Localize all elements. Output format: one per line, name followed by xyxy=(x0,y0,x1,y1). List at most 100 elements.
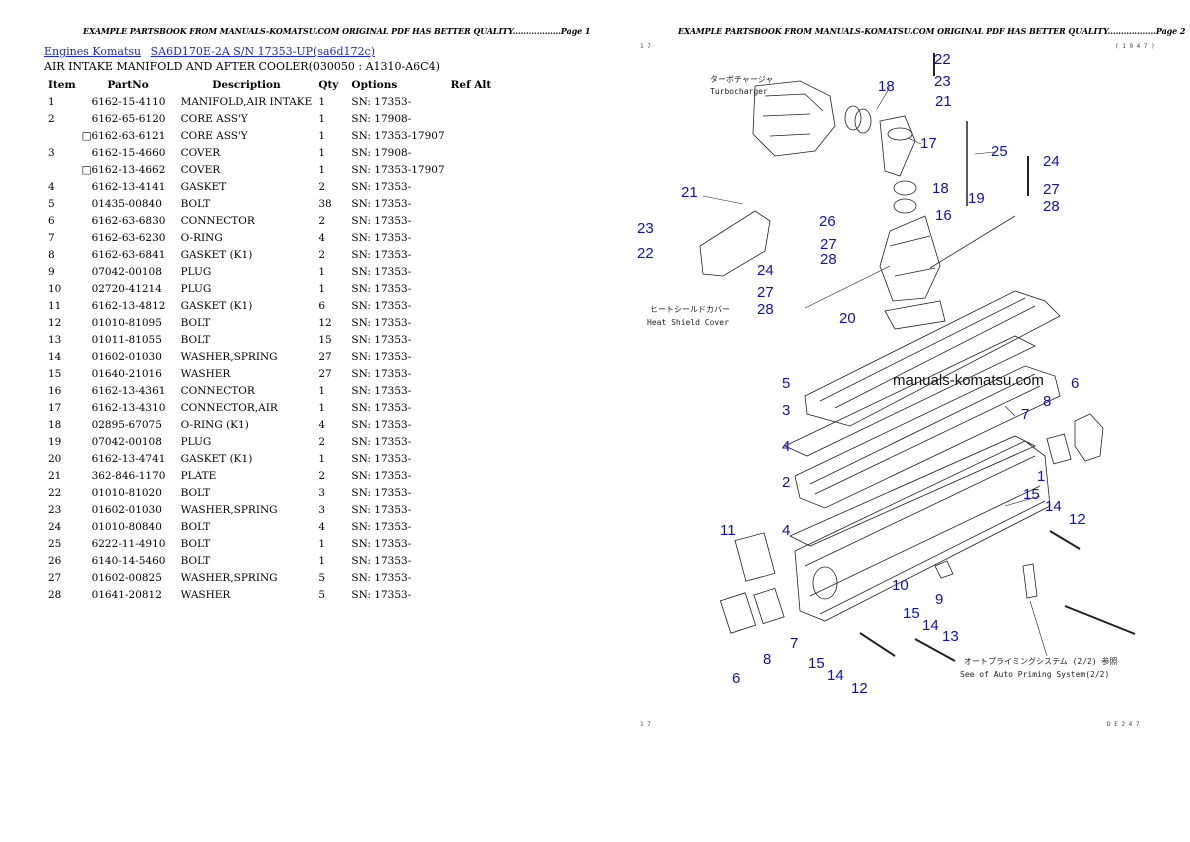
cell-item xyxy=(44,161,79,178)
cell-partno: 01010-81095 xyxy=(91,316,162,329)
cell-refalt xyxy=(448,433,504,450)
callout-26[interactable]: 26 xyxy=(819,213,836,230)
cell-description: COVER xyxy=(180,163,221,176)
core-assy-2 xyxy=(794,365,1061,509)
callout-13[interactable]: 13 xyxy=(942,628,959,645)
cell-item: 16 xyxy=(48,384,62,397)
heat-shield-jp-label: ヒートシールドカバー xyxy=(650,305,730,314)
callout-1[interactable]: 1 xyxy=(1037,468,1045,485)
callout-20[interactable]: 20 xyxy=(839,310,856,327)
connector-6-right xyxy=(1074,413,1104,462)
cell-description: PLATE xyxy=(180,469,217,482)
cell-qty: 5 xyxy=(318,571,325,584)
col-header-description: Description xyxy=(212,78,281,91)
callout-25[interactable]: 25 xyxy=(991,143,1008,160)
cell-refalt xyxy=(448,416,504,433)
cell-refalt xyxy=(448,365,504,382)
cell-qty: 1 xyxy=(318,112,325,125)
callout-24b[interactable]: 24 xyxy=(757,262,774,279)
callout-15b[interactable]: 15 xyxy=(903,605,920,622)
core-assy-2-detail xyxy=(809,373,1041,495)
callout-28b[interactable]: 28 xyxy=(820,251,837,268)
callout-19[interactable]: 19 xyxy=(968,190,985,207)
cell-item: 4 xyxy=(48,180,55,193)
callout-27c[interactable]: 27 xyxy=(757,284,774,301)
callout-8b[interactable]: 8 xyxy=(763,651,771,668)
callout-14[interactable]: 14 xyxy=(1045,498,1062,515)
callout-12b[interactable]: 12 xyxy=(851,680,868,697)
col-header-options: Options xyxy=(351,78,398,91)
callout-15[interactable]: 15 xyxy=(1023,486,1040,503)
callout-8[interactable]: 8 xyxy=(1043,393,1051,410)
callout-3[interactable]: 3 xyxy=(782,402,790,419)
breadcrumb-link-engines[interactable]: Engines Komatsu xyxy=(44,45,142,58)
callout-17[interactable]: 17 xyxy=(920,135,937,152)
breadcrumb-link-model[interactable]: SA6D170E-2A S/N 17353-UP(sa6d172c) xyxy=(150,45,376,58)
cell-description: CONNECTOR xyxy=(180,214,255,227)
cell-qty: 1 xyxy=(318,95,325,108)
cell-partno: 362-846-1170 xyxy=(91,469,166,482)
cell-item: 27 xyxy=(48,571,62,584)
cell-item: 23 xyxy=(48,503,62,516)
callout-18[interactable]: 18 xyxy=(878,78,895,95)
page-header: EXAMPLE PARTSBOOK FROM MANUALS-KOMATSU.C… xyxy=(678,26,1185,36)
callout-23b[interactable]: 23 xyxy=(637,220,654,237)
cell-partno: 01010-80840 xyxy=(91,520,162,533)
callout-14b[interactable]: 14 xyxy=(922,617,939,634)
callout-2[interactable]: 2 xyxy=(782,474,790,491)
callout-24[interactable]: 24 xyxy=(1043,153,1060,170)
callout-21b[interactable]: 21 xyxy=(681,184,698,201)
o-ring-18-c xyxy=(893,180,917,196)
callout-5[interactable]: 5 xyxy=(782,375,790,392)
connector-6-left xyxy=(719,592,757,634)
callout-9[interactable]: 9 xyxy=(935,591,943,608)
callout-6[interactable]: 6 xyxy=(1071,375,1079,392)
callout-12[interactable]: 12 xyxy=(1069,511,1086,528)
cell-options: SN: 17353- xyxy=(351,367,412,380)
callout-10[interactable]: 10 xyxy=(892,577,909,594)
exploded-parts-diagram: 18 17 22 23 21 25 24 27 28 19 18 16 21 2… xyxy=(637,43,1155,728)
cell-partno: 01640-21016 xyxy=(91,367,162,380)
callout-11[interactable]: 11 xyxy=(720,522,736,539)
callout-28[interactable]: 28 xyxy=(1043,198,1060,215)
callout-22[interactable]: 22 xyxy=(934,51,951,68)
cell-description: BOLT xyxy=(180,197,211,210)
callout-7b[interactable]: 7 xyxy=(790,635,798,652)
cell-description: COVER xyxy=(180,146,221,159)
cell-description: BOLT xyxy=(180,333,211,346)
cell-refalt xyxy=(448,484,504,501)
cell-options: SN: 17353- xyxy=(351,554,412,567)
callout-18b[interactable]: 18 xyxy=(932,180,949,197)
cell-description: WASHER xyxy=(180,588,231,601)
callout-23[interactable]: 23 xyxy=(934,73,951,90)
callout-6b[interactable]: 6 xyxy=(732,670,740,687)
callout-27[interactable]: 27 xyxy=(1043,181,1060,198)
callout-14c[interactable]: 14 xyxy=(827,667,844,684)
cell-item: 14 xyxy=(48,350,62,363)
page-label: Page 2 xyxy=(1155,26,1186,36)
callout-16[interactable]: 16 xyxy=(935,207,952,224)
callout-21[interactable]: 21 xyxy=(935,93,952,110)
cell-item: 18 xyxy=(48,418,62,431)
callout-4[interactable]: 4 xyxy=(782,438,790,455)
cell-partno: 6162-63-6830 xyxy=(91,214,166,227)
cell-refalt xyxy=(448,246,504,263)
callout-22b[interactable]: 22 xyxy=(637,245,654,262)
callout-15c[interactable]: 15 xyxy=(808,655,825,672)
callout-27b[interactable]: 27 xyxy=(820,236,837,253)
callout-28c[interactable]: 28 xyxy=(757,301,774,318)
callout-7[interactable]: 7 xyxy=(1021,406,1029,423)
cell-refalt xyxy=(448,178,504,195)
callout-4b[interactable]: 4 xyxy=(782,522,790,539)
cell-refalt xyxy=(448,280,504,297)
heat-shield-cover xyxy=(699,210,771,277)
o-ring-18-b xyxy=(844,105,862,131)
cell-description: MANIFOLD,AIR INTAKE xyxy=(180,95,313,108)
